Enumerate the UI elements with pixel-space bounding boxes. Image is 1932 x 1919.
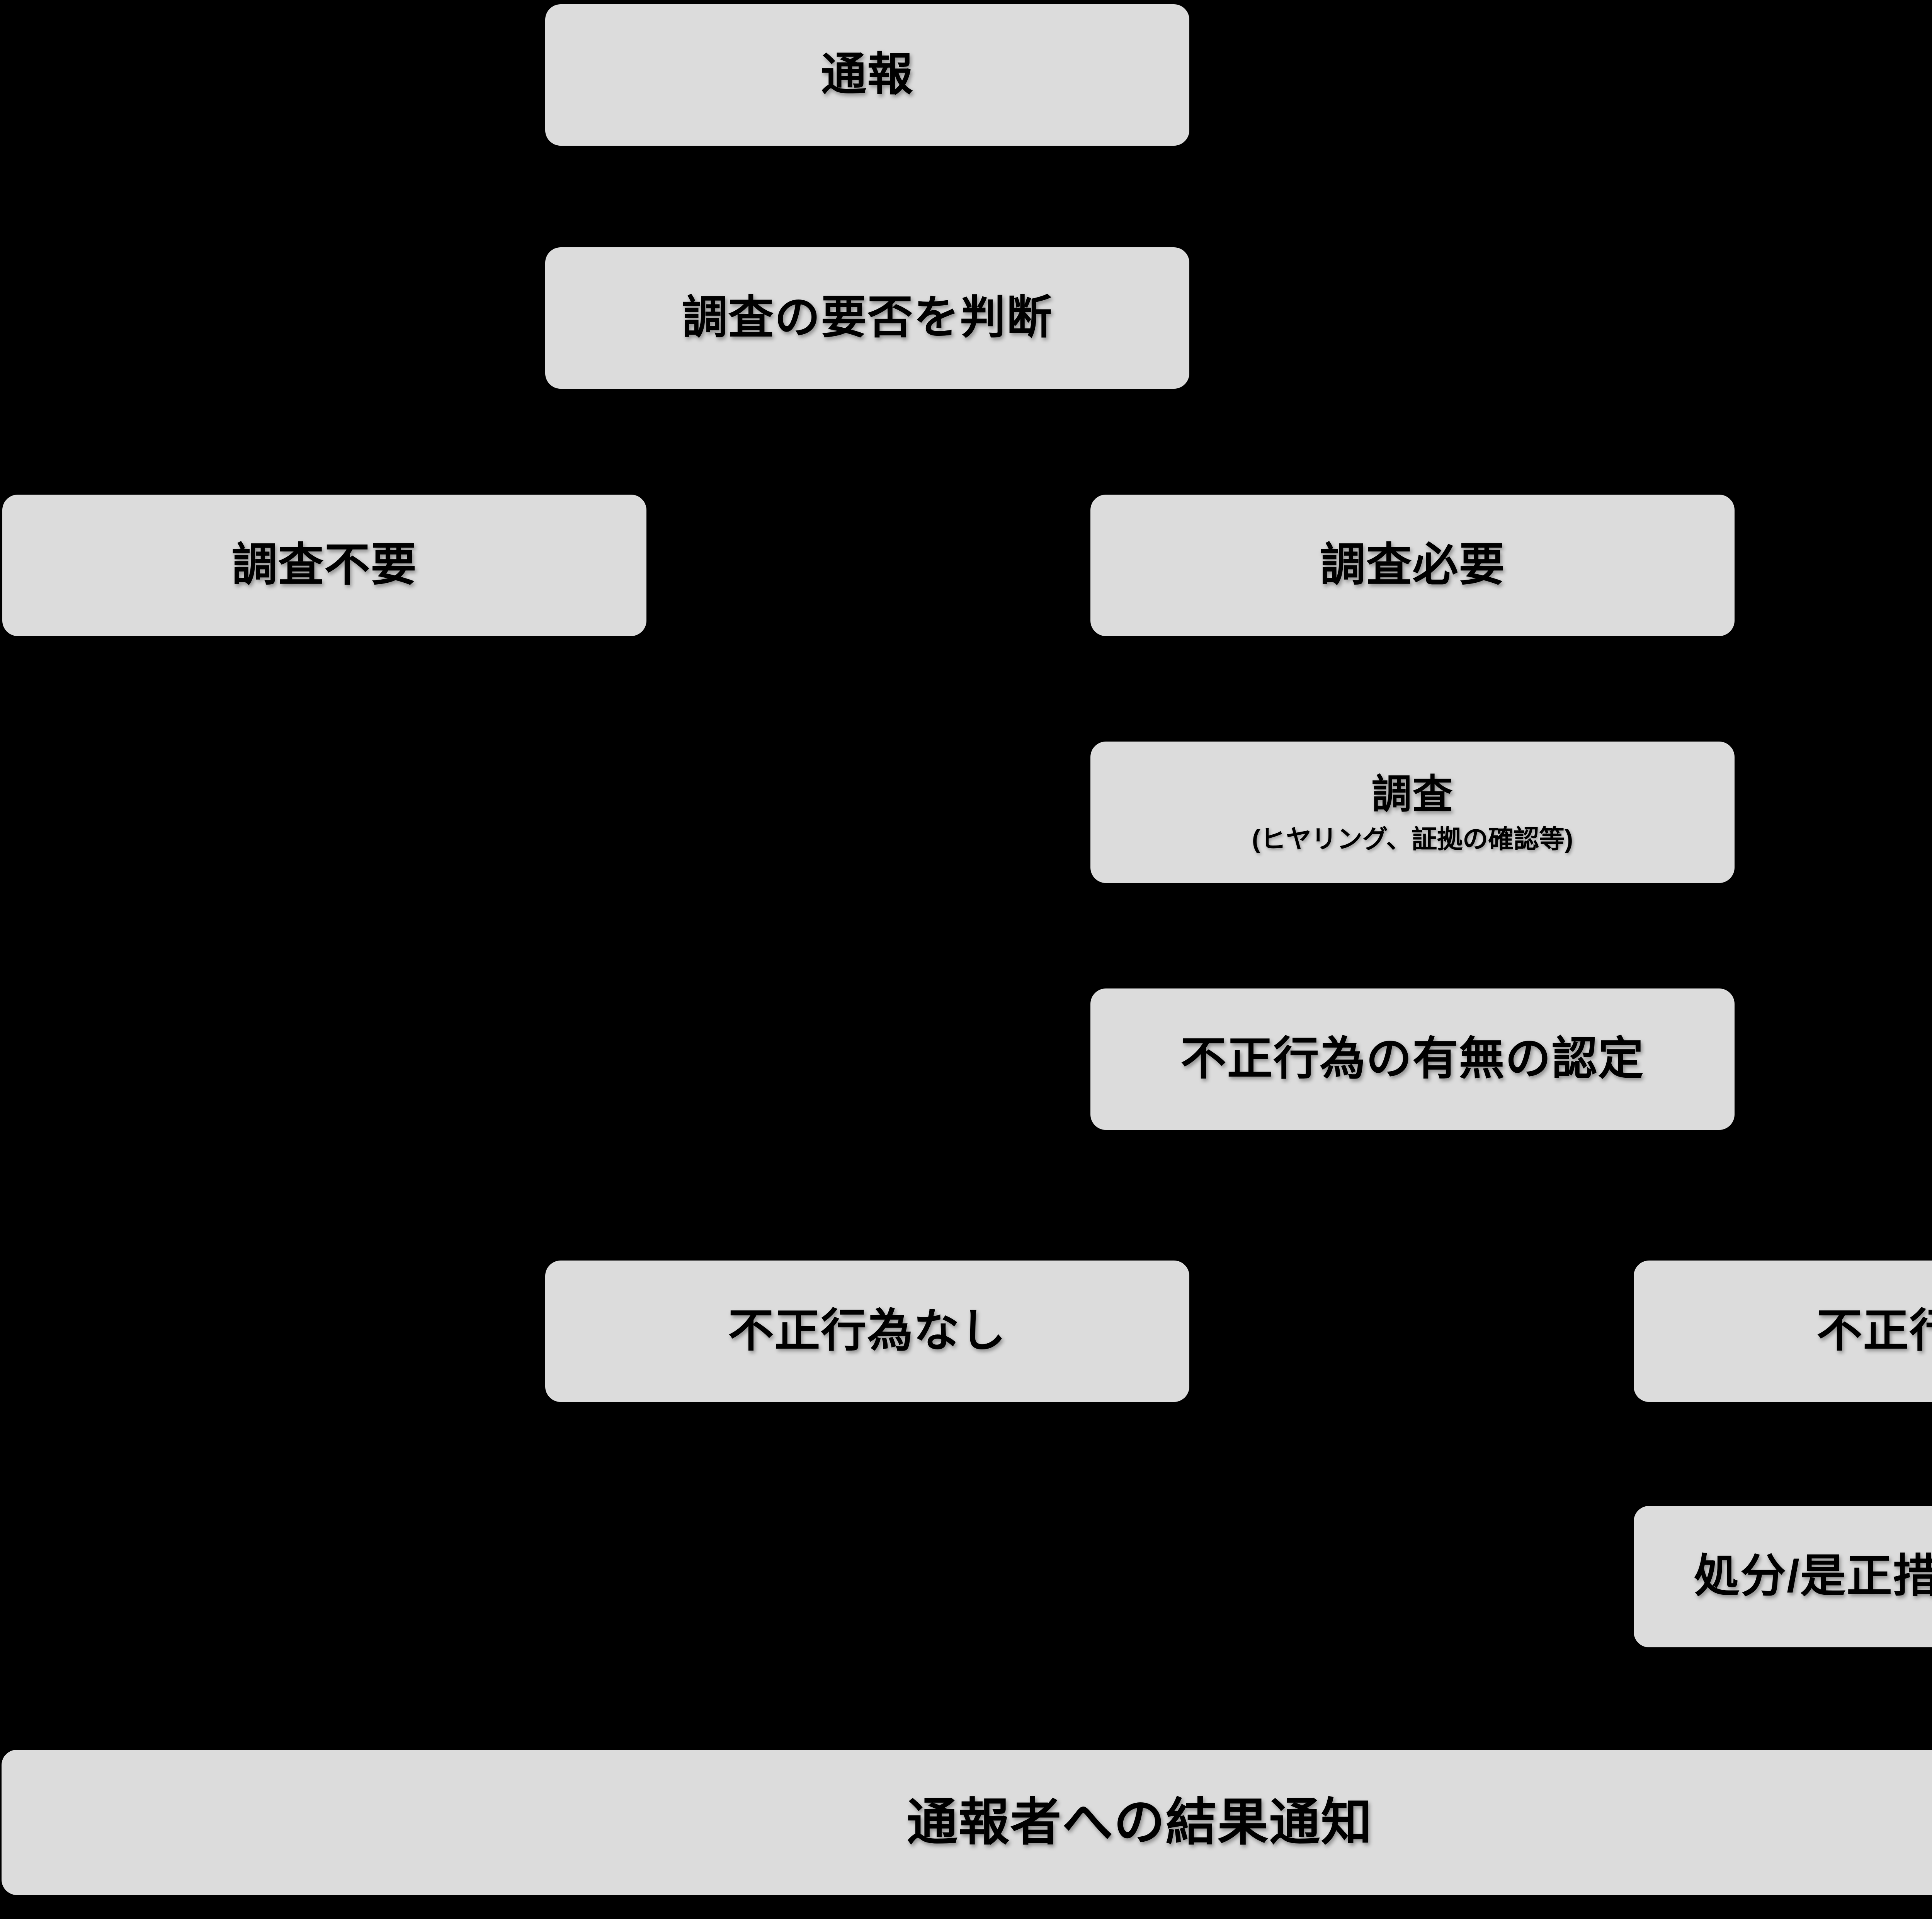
node-no-misconduct-label: 不正行為なし bbox=[728, 1305, 1007, 1357]
node-determination-label: 不正行為の有無の認定 bbox=[1180, 1033, 1645, 1085]
node-investigation-sublabel: (ヒヤリング、証拠の確認等) bbox=[1252, 824, 1573, 853]
node-investigation-required-label: 調査必要 bbox=[1320, 539, 1505, 591]
node-no-investigation-label: 調査不要 bbox=[231, 539, 417, 591]
node-determination: 不正行為の有無の認定 bbox=[1090, 988, 1735, 1130]
node-notify-result: 通報者への結果通知 bbox=[2, 1750, 1932, 1895]
node-investigation-label: 調査 bbox=[1371, 772, 1454, 817]
node-judge-necessity: 調査の要否を判断 bbox=[545, 247, 1189, 389]
node-misconduct-found-label: 不正行為あり bbox=[1816, 1305, 1932, 1357]
node-no-investigation: 調査不要 bbox=[2, 495, 646, 636]
node-sanction-label: 処分/是正措置・再発防止 bbox=[1694, 1551, 1932, 1602]
node-no-misconduct: 不正行為なし bbox=[545, 1261, 1189, 1402]
node-report-label: 通報 bbox=[821, 49, 914, 100]
node-report: 通報 bbox=[545, 4, 1189, 146]
node-sanction: 処分/是正措置・再発防止 bbox=[1634, 1506, 1932, 1647]
node-misconduct-found: 不正行為あり bbox=[1634, 1261, 1932, 1402]
node-judge-necessity-label: 調査の要否を判断 bbox=[682, 292, 1053, 344]
node-investigation-required: 調査必要 bbox=[1090, 495, 1735, 636]
node-notify-result-label: 通報者への結果通知 bbox=[906, 1794, 1373, 1851]
node-investigation: 調査 (ヒヤリング、証拠の確認等) bbox=[1090, 742, 1735, 883]
